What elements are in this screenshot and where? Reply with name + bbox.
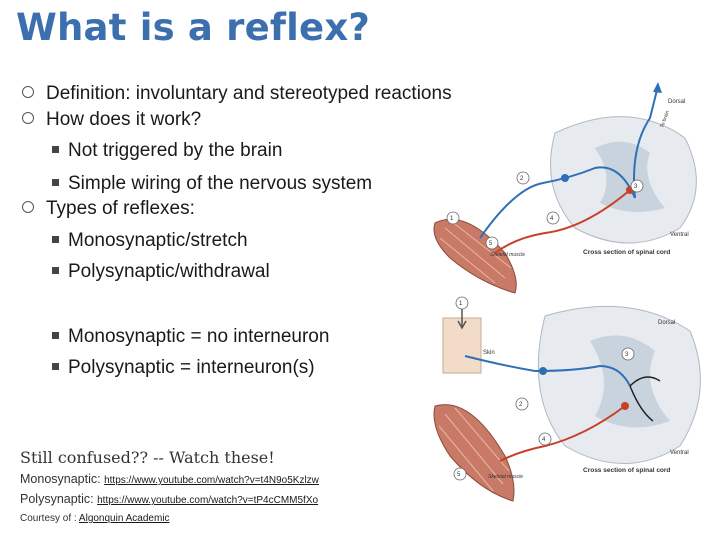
- interneurons: [629, 376, 661, 422]
- sensory-neuron: [464, 355, 631, 387]
- square-bullet-icon: [52, 332, 59, 339]
- step-markers: [446, 171, 644, 250]
- square-bullet-icon: [52, 267, 59, 274]
- square-bullet-icon: [52, 179, 59, 186]
- ventral-label: Ventral: [670, 450, 689, 456]
- bullet-simple-wiring: Simple wiring of the nervous system: [52, 173, 372, 195]
- square-bullet-icon: [52, 363, 59, 370]
- to-brain-arrow-icon: [653, 82, 662, 93]
- bullet-how-it-works: How does it work?: [22, 109, 201, 131]
- monosynaptic-reflex-diagram: 1 2 3 4 5 Dorsal To brain Ventral Skelet…: [433, 82, 697, 294]
- step-2: 2: [519, 402, 523, 408]
- bullet-definition: Definition: involuntary and stereotyped …: [22, 83, 452, 105]
- step-3: 3: [625, 352, 629, 358]
- muscle-label: Skeletal muscle: [490, 252, 525, 258]
- dorsal-label: Dorsal: [668, 99, 685, 105]
- watch-these-heading: Still confused?? -- Watch these!: [20, 448, 275, 467]
- cross-section-label: Cross section of spinal cord: [583, 249, 670, 256]
- gray-matter: [595, 141, 665, 212]
- step-4: 4: [542, 437, 546, 443]
- step-2: 2: [520, 176, 524, 182]
- step-1: 1: [459, 301, 463, 307]
- bullet-monosynaptic: Monosynaptic/stretch: [52, 230, 248, 252]
- muscle-shape: [433, 218, 517, 294]
- skin-label: Skin: [483, 350, 495, 356]
- motor-neuron: [494, 189, 631, 254]
- bullet-polysynaptic: Polysynaptic/withdrawal: [52, 261, 270, 283]
- motor-neuron: [499, 405, 626, 462]
- monosynaptic-video-link[interactable]: https://www.youtube.com/watch?v=t4N9o5Kz…: [104, 475, 319, 486]
- square-bullet-icon: [52, 236, 59, 243]
- ring-bullet-icon: [22, 201, 34, 213]
- bullet-mono-no-interneuron: Monosynaptic = no interneuron: [52, 326, 329, 348]
- step-1: 1: [450, 216, 454, 222]
- dorsal-root-ganglion: [539, 367, 547, 375]
- ventral-label: Ventral: [670, 232, 689, 238]
- cross-section-label: Cross section of spinal cord: [583, 467, 670, 474]
- step-5: 5: [489, 241, 493, 247]
- bullet-not-brain: Not triggered by the brain: [52, 140, 282, 162]
- polysynaptic-link-line: Polysynaptic: https://www.youtube.com/wa…: [20, 492, 319, 506]
- step-3: 3: [634, 184, 638, 190]
- polysynaptic-reflex-diagram: 1 2 3 4 5 Skin Dorsal Ventral Skeletal m…: [433, 296, 701, 502]
- muscle-shape: [433, 404, 515, 502]
- courtesy-line: Courtesy of : Algonquin Academic: [20, 513, 170, 524]
- courtesy-link[interactable]: Algonquin Academic: [78, 513, 170, 524]
- square-bullet-icon: [52, 146, 59, 153]
- to-brain-label: To brain: [659, 110, 671, 129]
- dorsal-root-ganglion: [561, 174, 569, 182]
- gray-matter: [590, 335, 670, 428]
- polysynaptic-video-link[interactable]: https://www.youtube.com/watch?v=tP4cCMM5…: [97, 495, 319, 506]
- dorsal-label: Dorsal: [658, 320, 675, 326]
- step-markers: [453, 296, 635, 481]
- monosynaptic-link-line: Monosynaptic: https://www.youtube.com/wa…: [20, 472, 319, 486]
- bullet-poly-interneurons: Polysynaptic = interneuron(s): [52, 357, 315, 379]
- ring-bullet-icon: [22, 86, 34, 98]
- slide-title: What is a reflex?: [16, 6, 371, 49]
- bullet-types: Types of reflexes:: [22, 198, 195, 220]
- step-5: 5: [457, 472, 461, 478]
- motor-neuron-body: [621, 402, 629, 410]
- skin-block: [442, 317, 482, 374]
- muscle-label: Skeletal muscle: [488, 474, 523, 480]
- muscle-striations: [439, 223, 512, 284]
- step-4: 4: [550, 216, 554, 222]
- ring-bullet-icon: [22, 112, 34, 124]
